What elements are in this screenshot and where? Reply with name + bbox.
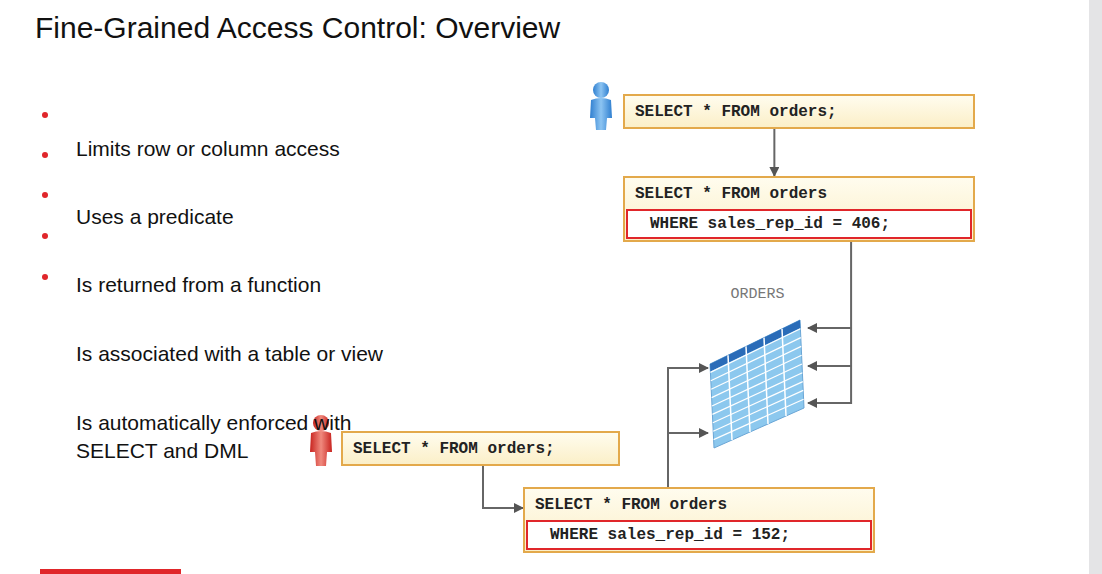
- bullet-dot: [42, 152, 48, 158]
- bullet-text: Limits row or column access: [76, 135, 406, 163]
- flow-arrow: [668, 368, 708, 487]
- predicate-box: WHERE sales_rep_id = 152;: [526, 520, 872, 550]
- query-box: SELECT * FROM ordersWHERE sales_rep_id =…: [523, 487, 875, 553]
- user-icon: [590, 82, 612, 130]
- query-box: SELECT * FROM orders;: [341, 431, 620, 466]
- flow-arrow: [774, 129, 775, 176]
- flow-arrow: [483, 466, 523, 508]
- sql-text: SELECT * FROM orders;: [343, 433, 618, 464]
- bullet-dot: [42, 112, 48, 118]
- slide-title: Fine-Grained Access Control: Overview: [35, 11, 1102, 45]
- bullet-dot: [42, 192, 48, 198]
- accent-bar: [40, 569, 181, 574]
- table-name: ORDERS: [700, 284, 815, 303]
- flow-arrow: [808, 242, 851, 403]
- bullet-dot: [42, 233, 48, 239]
- sql-text: SELECT * FROM orders;: [625, 96, 973, 127]
- side-bar: [1089, 0, 1102, 574]
- query-box: SELECT * FROM orders;: [623, 94, 975, 129]
- predicate-box: WHERE sales_rep_id = 406;: [626, 209, 972, 239]
- table-icon: ORDERS: [700, 284, 815, 450]
- sql-text: SELECT * FROM orders: [625, 178, 973, 209]
- table-graphic: [700, 284, 815, 450]
- bullet-text: Is returned from a function: [76, 271, 406, 299]
- bullet-text: Is associated with a table or view: [76, 340, 406, 368]
- bullet-dot: [42, 274, 48, 280]
- bullet-text: Uses a predicate: [76, 203, 406, 231]
- sql-text: WHERE sales_rep_id = 152;: [528, 522, 870, 548]
- query-box: SELECT * FROM ordersWHERE sales_rep_id =…: [623, 176, 975, 242]
- sql-text: SELECT * FROM orders: [525, 489, 873, 520]
- sql-text: WHERE sales_rep_id = 406;: [628, 211, 970, 237]
